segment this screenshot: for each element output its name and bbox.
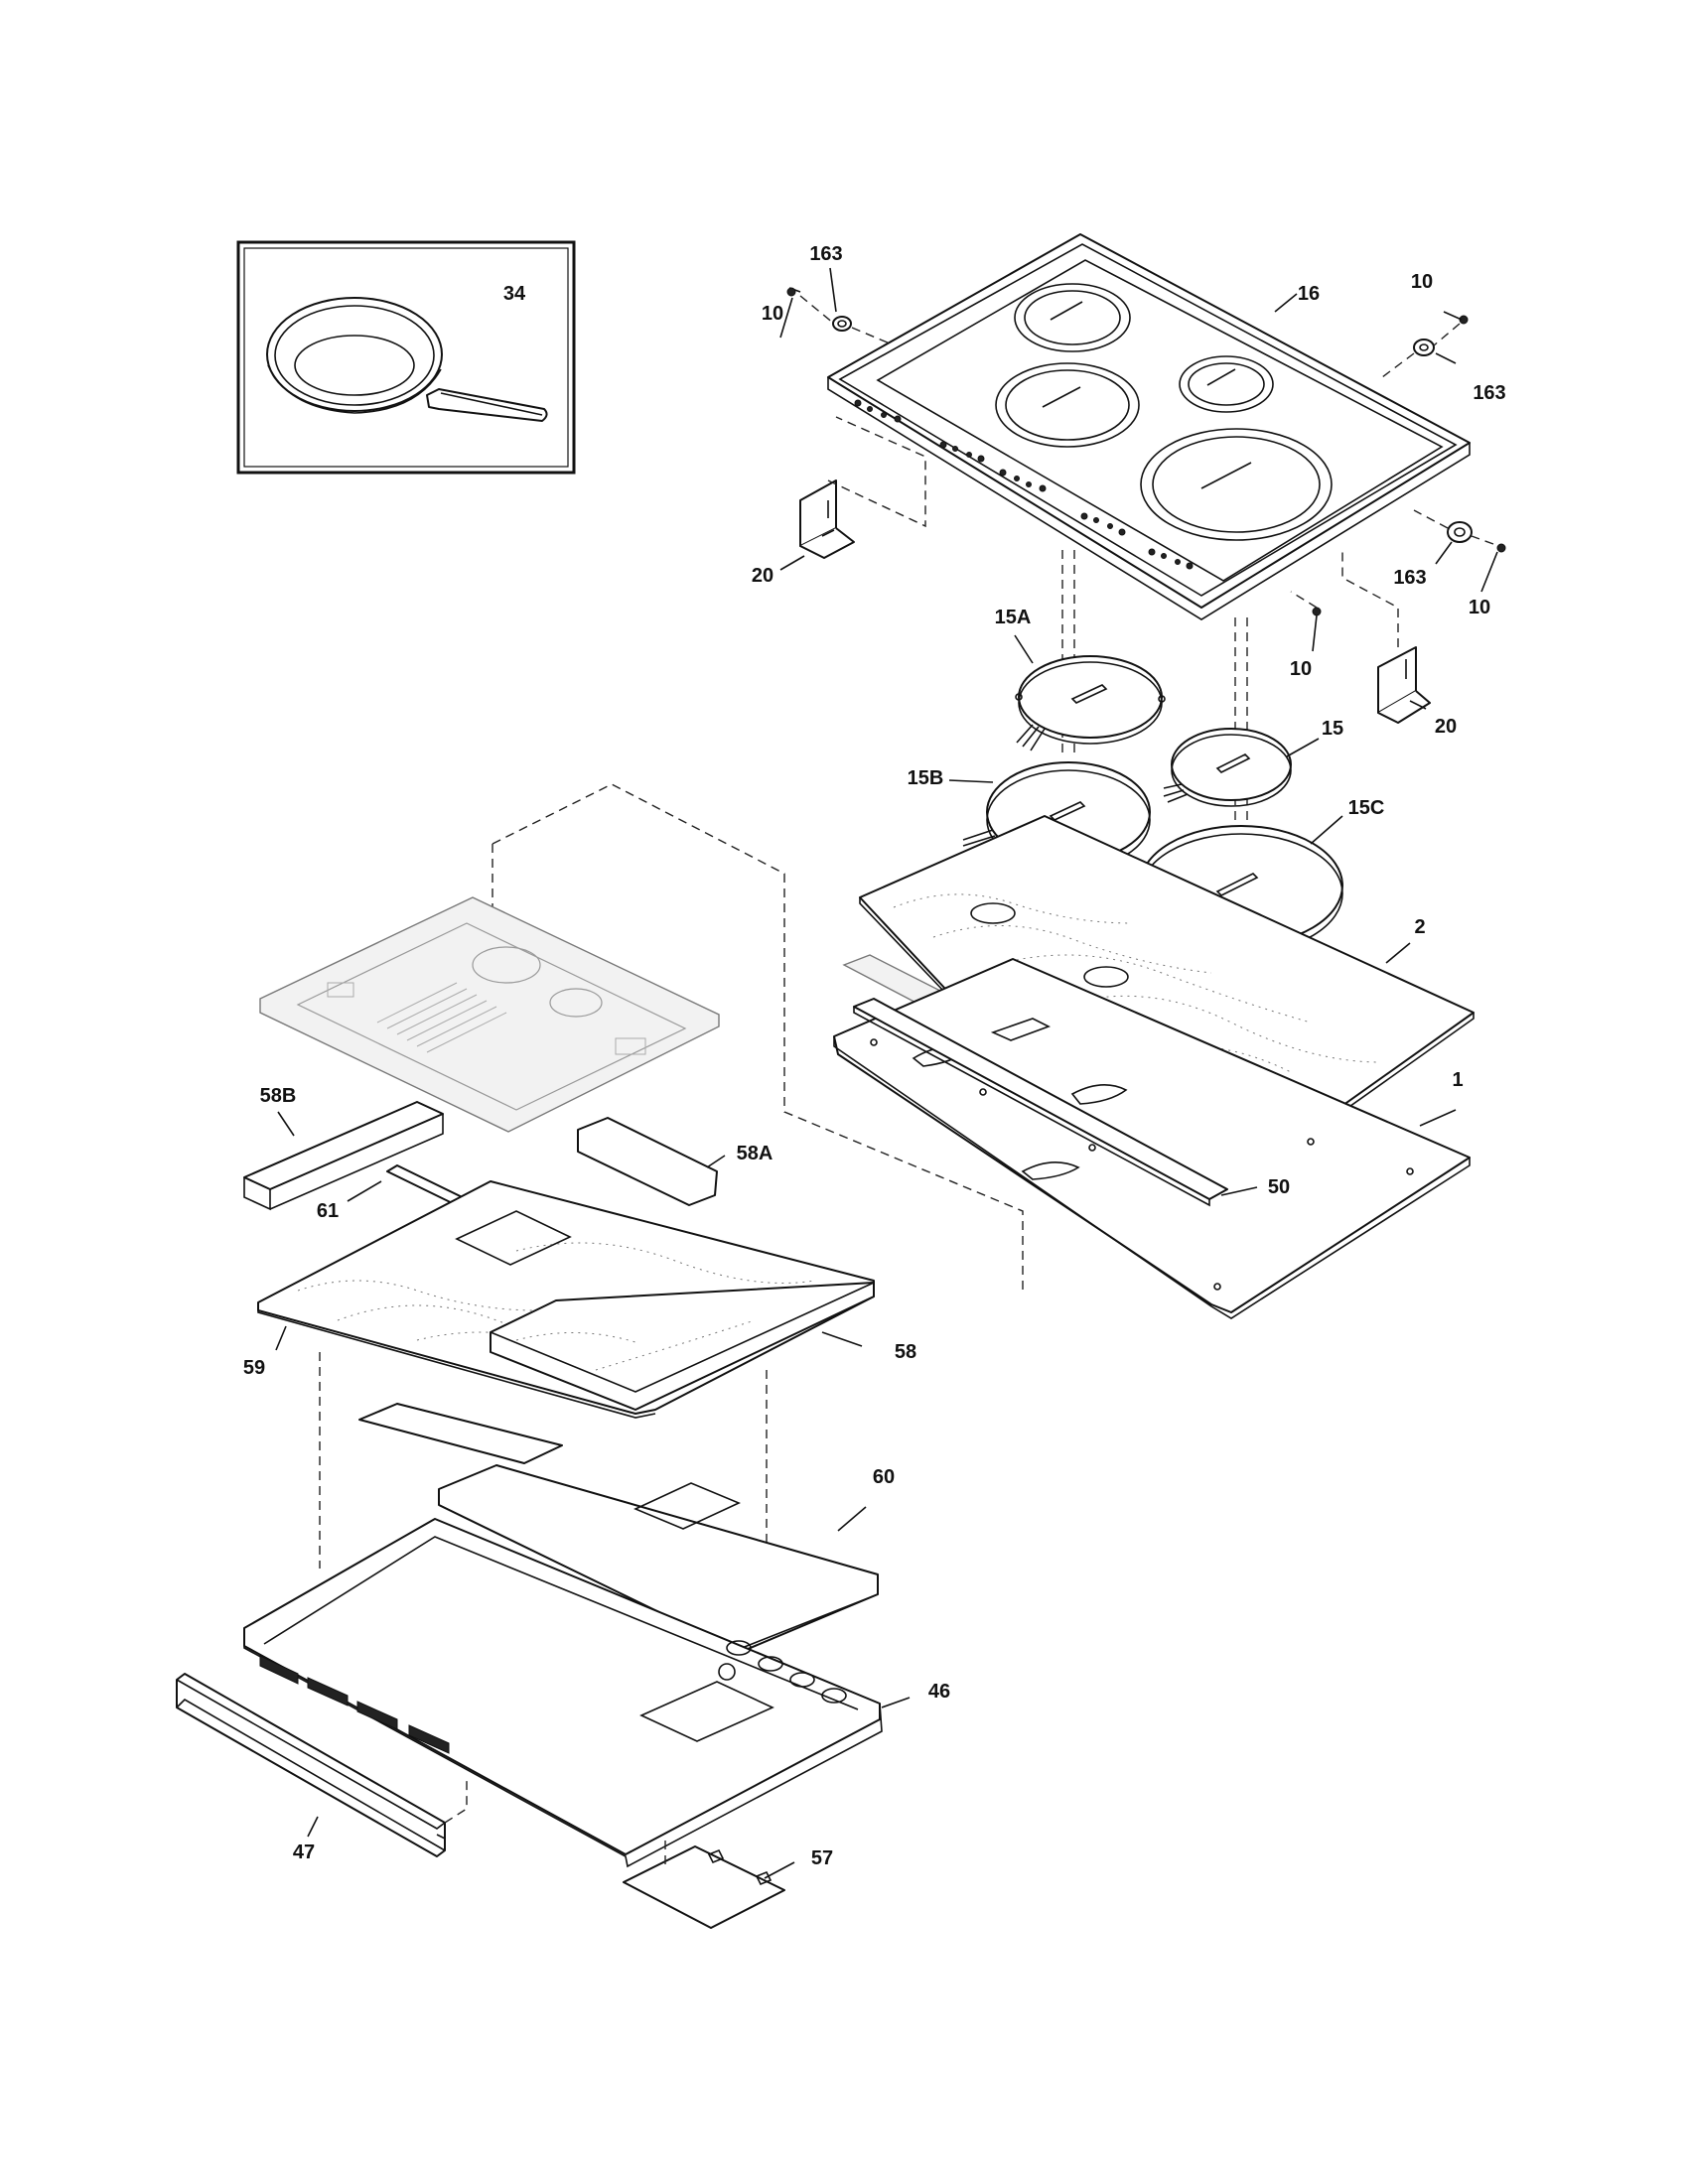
screw-icon <box>786 287 796 297</box>
label-10-front: 10 <box>1290 658 1312 680</box>
label-47: 47 <box>293 1842 315 1863</box>
grommet-icon <box>832 316 852 332</box>
label-58a: 58A <box>737 1143 774 1164</box>
grommet-icon <box>1447 521 1473 543</box>
cover-plate-57: 57 <box>623 1841 833 1929</box>
front-rail-47: 47 <box>176 1673 468 1863</box>
label-163-tl: 163 <box>809 243 842 265</box>
label-1: 1 <box>1452 1069 1463 1091</box>
label-34: 34 <box>503 283 526 305</box>
insulation-58a: 58A <box>577 1117 774 1206</box>
grommet-icon <box>1413 339 1435 356</box>
label-163-r: 163 <box>1393 567 1426 589</box>
label-60: 60 <box>873 1466 895 1488</box>
label-58: 58 <box>895 1341 916 1363</box>
label-50: 50 <box>1268 1176 1290 1198</box>
pan-inset: 34 <box>236 240 576 475</box>
label-15b: 15B <box>908 767 944 789</box>
label-59: 59 <box>243 1357 265 1379</box>
insulation-58: 58 <box>490 1282 916 1411</box>
label-163-tr: 163 <box>1473 382 1505 404</box>
label-10-tr: 10 <box>1411 271 1433 293</box>
label-20-left: 20 <box>752 565 774 587</box>
label-61: 61 <box>317 1200 339 1222</box>
label-57: 57 <box>811 1847 833 1869</box>
label-15a: 15A <box>995 607 1032 628</box>
label-16: 16 <box>1298 283 1320 305</box>
glass-cooktop: 16 <box>827 233 1471 620</box>
bracket-right: 20 <box>1341 552 1457 738</box>
burner-rings <box>995 283 1333 541</box>
foil-piece <box>358 1403 563 1464</box>
base-box-46: 46 <box>243 1518 950 1868</box>
label-10-tl: 10 <box>762 303 783 325</box>
screw-icon <box>1496 543 1506 553</box>
alignment-lines <box>319 1352 768 1569</box>
insulation-58b: 58B <box>243 1085 444 1211</box>
label-20-right: 20 <box>1435 716 1457 738</box>
control-board <box>259 896 720 1133</box>
brace-50: 50 <box>853 998 1290 1207</box>
label-15c: 15C <box>1348 797 1385 819</box>
label-2: 2 <box>1414 916 1425 938</box>
fasteners: 10 163 10 163 163 10 10 <box>762 243 1506 680</box>
label-10-r: 10 <box>1469 597 1490 618</box>
bracket-left: 20 <box>752 416 926 587</box>
label-46: 46 <box>928 1681 950 1703</box>
screw-icon <box>1312 607 1322 616</box>
label-58b: 58B <box>260 1085 297 1107</box>
element-15a: 15A <box>995 607 1166 751</box>
screw-icon <box>1459 315 1469 325</box>
label-15: 15 <box>1322 718 1343 740</box>
frying-pan-icon <box>266 297 548 422</box>
control-keys <box>854 399 1194 570</box>
element-15: 15 <box>1163 718 1343 807</box>
